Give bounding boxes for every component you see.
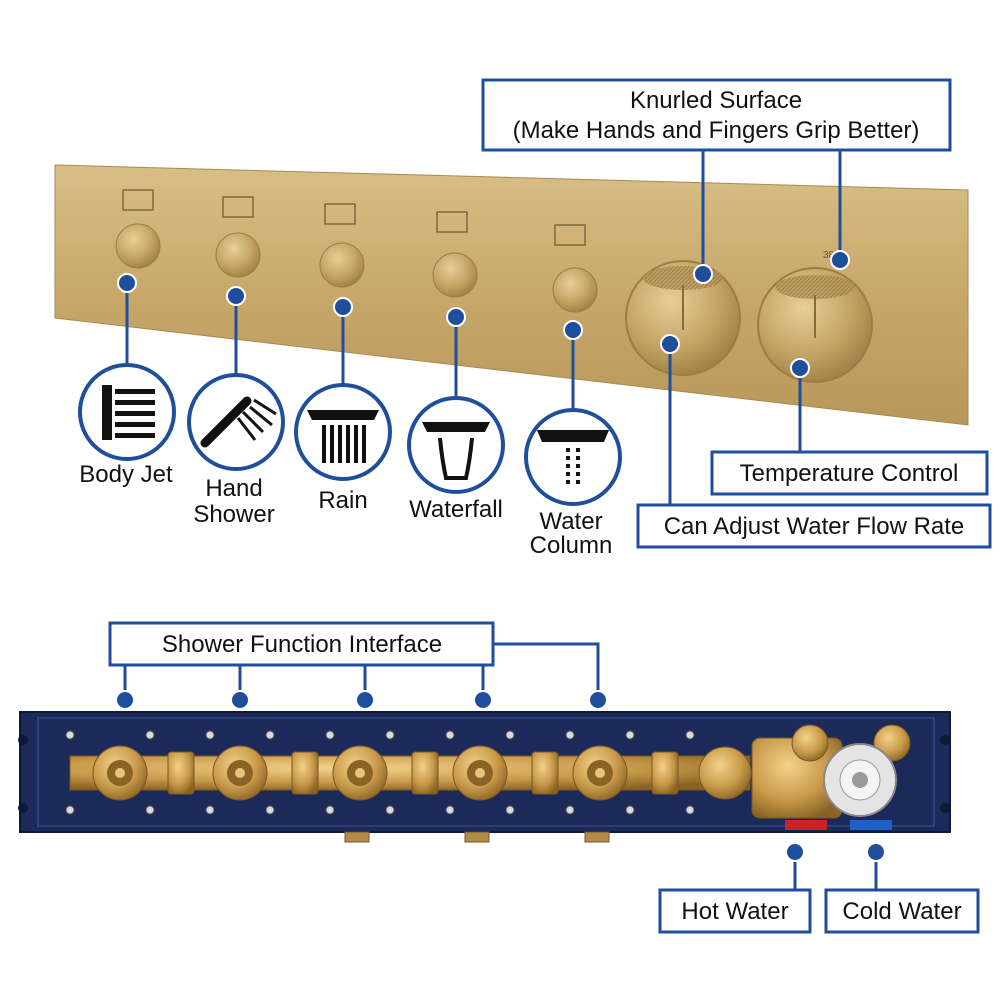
hand-shower-label-2: Shower xyxy=(193,501,274,528)
water-column-button xyxy=(552,267,598,313)
outlet-port-1 xyxy=(92,745,148,801)
water-column-icon xyxy=(537,430,609,484)
function-body-jet: Body Jet xyxy=(78,273,176,488)
outlet-port-5 xyxy=(572,745,628,801)
outlet-port-4 xyxy=(452,745,508,801)
rain-icon xyxy=(307,410,379,463)
flow-rate-callout: Can Adjust Water Flow Rate xyxy=(636,334,992,549)
body-jet-label: Body Jet xyxy=(79,461,173,488)
rain-label: Rain xyxy=(318,487,367,514)
shower-function-interface-label: Shower Function Interface xyxy=(162,631,442,658)
body-jet-button xyxy=(115,223,161,269)
waterfall-icon xyxy=(422,422,490,480)
temperature-knob: 38° xyxy=(757,250,873,383)
cold-water-label: Cold Water xyxy=(842,898,961,925)
rain-button xyxy=(319,242,365,288)
hot-water-callout: Hot Water xyxy=(658,842,812,934)
temperature-control-callout: Temperature Control xyxy=(710,358,989,496)
engraved-body-jet-icon xyxy=(122,189,154,211)
water-column-label-2: Column xyxy=(530,532,613,559)
panel-engraved-icons xyxy=(122,189,586,246)
function-water-column: Water Column xyxy=(524,320,622,559)
waterfall-label: Waterfall xyxy=(409,496,503,523)
hand-shower-icon xyxy=(200,396,277,448)
cold-water-marker xyxy=(850,820,892,830)
knurled-subtitle: (Make Hands and Fingers Grip Better) xyxy=(513,117,920,144)
function-hand-shower: Hand Shower xyxy=(187,286,285,528)
engraved-water-column-icon xyxy=(554,224,586,246)
flow-rate-label: Can Adjust Water Flow Rate xyxy=(664,513,965,540)
bottom-outlet-stubs xyxy=(344,831,610,843)
temperature-control-label: Temperature Control xyxy=(740,460,959,487)
engraved-hand-shower-icon xyxy=(222,196,254,218)
water-column-label-1: Water xyxy=(539,508,602,535)
hot-water-marker xyxy=(785,820,827,830)
thermostatic-cartridge xyxy=(698,724,911,830)
waterfall-button xyxy=(432,252,478,298)
function-rain: Rain xyxy=(294,297,392,514)
mounting-screws xyxy=(65,730,695,815)
function-waterfall: Waterfall xyxy=(407,307,505,523)
body-jet-icon xyxy=(102,385,155,440)
hot-water-label: Hot Water xyxy=(681,898,788,925)
dial-mark: 38° xyxy=(823,250,838,261)
knurled-surface-callout: Knurled Surface (Make Hands and Fingers … xyxy=(481,78,952,284)
shower-panel xyxy=(54,164,969,426)
outlet-port-3 xyxy=(332,745,388,801)
hand-shower-label-1: Hand xyxy=(205,475,262,502)
knurled-title: Knurled Surface xyxy=(630,87,802,114)
outlet-port-2 xyxy=(212,745,268,801)
cold-water-callout: Cold Water xyxy=(824,842,980,934)
engraved-waterfall-icon xyxy=(436,211,468,233)
hand-shower-button xyxy=(215,232,261,278)
outlet-ports xyxy=(92,745,628,801)
flow-knob xyxy=(625,260,741,376)
engraved-rain-icon xyxy=(324,203,356,225)
shower-function-interface-callout: Shower Function Interface xyxy=(108,621,608,710)
push-buttons xyxy=(115,223,598,313)
